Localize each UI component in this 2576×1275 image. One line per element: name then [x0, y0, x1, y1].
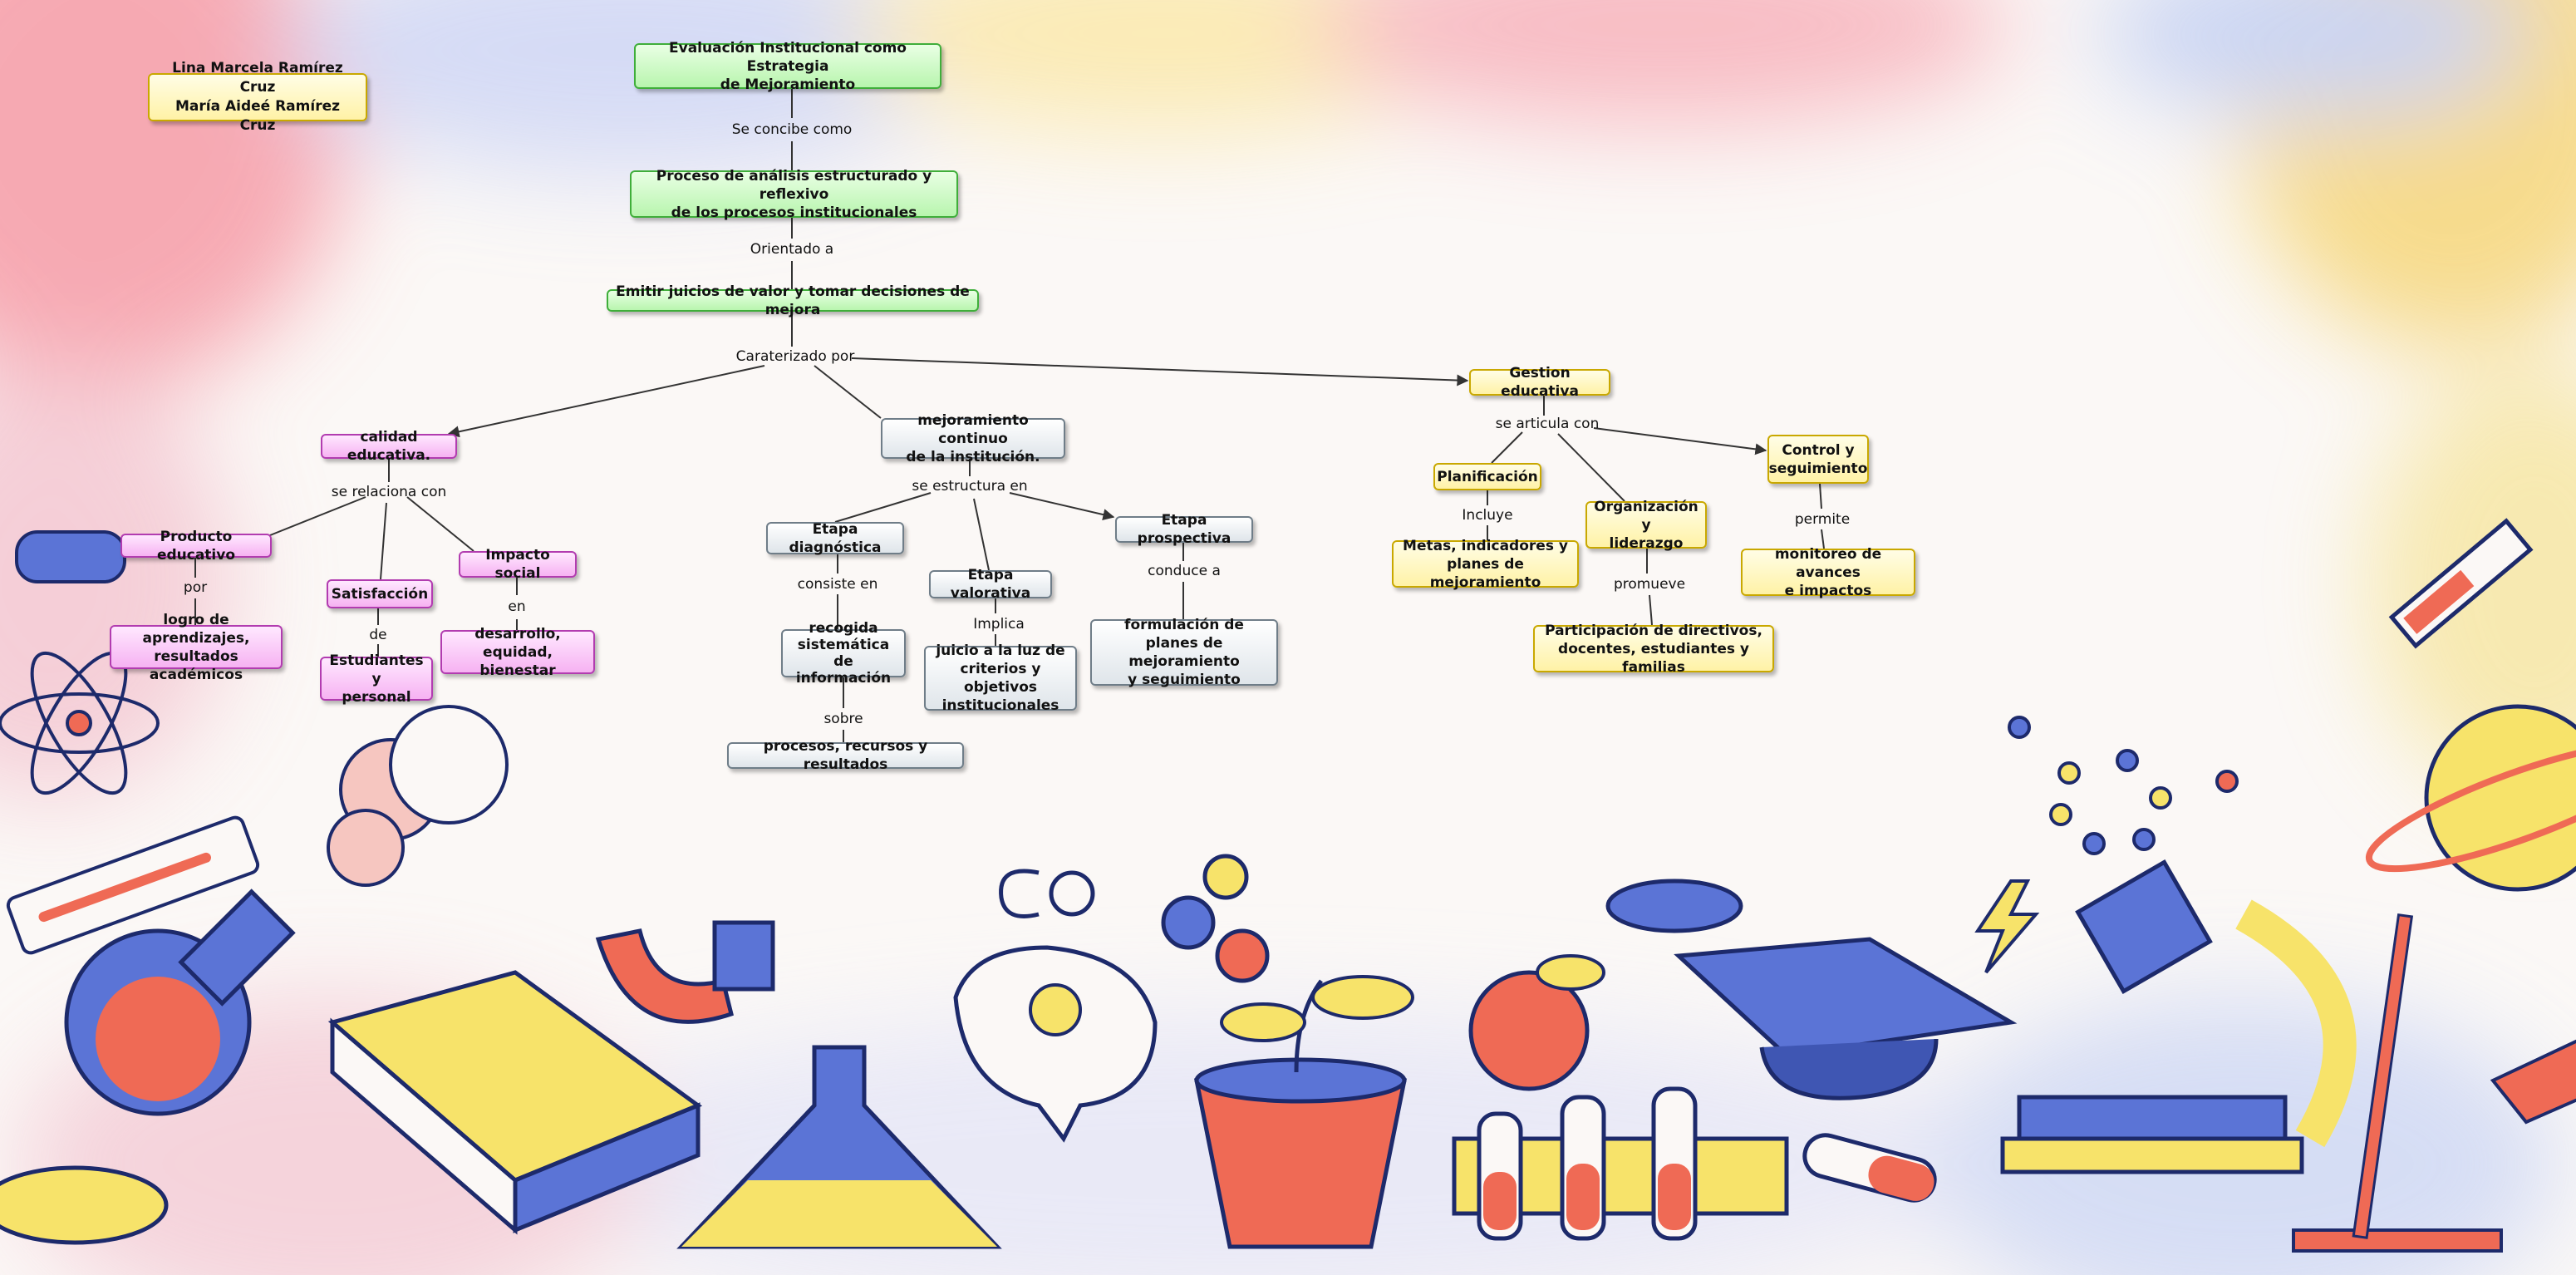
link-label: se articula con	[1495, 416, 1600, 432]
pill-doodle	[1802, 1133, 1937, 1203]
link-label: promueve	[1613, 576, 1686, 593]
beaker-doodle	[676, 1045, 1002, 1249]
concept-node-proceso[interactable]: Proceso de análisis estructurado y refle…	[630, 168, 958, 221]
link-label: se estructura en	[912, 478, 1028, 495]
concept-node-mejoramiento-continuo[interactable]: mejoramiento continuo de la institución.	[881, 412, 1065, 465]
link-label: se relaciona con	[331, 484, 447, 500]
link-label: Se concibe como	[731, 121, 853, 138]
link-label: conduce a	[1148, 563, 1221, 579]
ring-stand-doodle	[2292, 913, 2576, 1253]
atom-doodle	[0, 651, 160, 795]
book-doodle	[327, 970, 703, 1235]
link-label: por	[183, 579, 208, 596]
concept-node-impacto-social[interactable]: Impacto social	[459, 547, 577, 582]
author-name: María Aideé Ramírez Cruz	[175, 98, 341, 134]
magnet-doodle	[595, 920, 775, 1024]
microscope-doodle	[2000, 859, 2357, 1174]
concept-node-participacion[interactable]: Participación de directivos, docentes, e…	[1533, 623, 1774, 676]
concept-node-monitoreo-avances[interactable]: monitoreo de avances e impactos	[1741, 546, 1915, 599]
concept-node-producto-educativo[interactable]: Producto educativo	[120, 529, 272, 564]
concept-node-estudiantes-personal[interactable]: Estudiantes y personal	[320, 652, 433, 706]
link-label: permite	[1794, 511, 1851, 528]
link-label: Implica	[973, 616, 1025, 633]
concept-node-planificacion[interactable]: Planificación	[1433, 463, 1541, 490]
lightning-doodle	[1974, 879, 2040, 974]
link-label: de	[369, 627, 387, 643]
concept-node-evaluacion[interactable]: Evaluación Institucional como Estrategia…	[634, 40, 941, 93]
link-label: en	[508, 598, 526, 615]
concept-node-calidad-educativa[interactable]: calidad educativa.	[321, 429, 457, 464]
link-label: Orientado a	[750, 241, 834, 258]
concept-node-etapa-valorativa[interactable]: Etapa valorativa	[929, 567, 1052, 602]
authors-box: Lina Marcela Ramírez Cruz María Aideé Ra…	[148, 60, 367, 134]
thermometer-doodle	[6, 815, 260, 955]
concept-node-desarrollo-equidad[interactable]: desarrollo, equidad, bienestar	[440, 626, 595, 679]
syringe-doodle	[2388, 518, 2534, 649]
author-name: Lina Marcela Ramírez Cruz	[172, 60, 343, 96]
lightbulb-doodle	[953, 945, 1158, 1143]
concept-node-juicio-criterios[interactable]: juicio a la luz de criterios y objetivos…	[924, 642, 1077, 714]
concept-node-etapa-prospectiva[interactable]: Etapa prospectiva	[1115, 512, 1253, 547]
graduation-cap-doodle	[1674, 937, 2018, 1100]
concept-node-satisfaccion[interactable]: Satisfacción	[327, 579, 433, 608]
concept-node-etapa-diagnostica[interactable]: Etapa diagnóstica	[766, 521, 904, 556]
concept-node-control-seguimiento[interactable]: Control y seguimiento	[1767, 435, 1869, 484]
co2-doodle	[999, 854, 1270, 983]
concept-node-recogida-informacion[interactable]: recogida sistemática de información	[781, 620, 906, 687]
concept-node-emitir-juicios[interactable]: Emitir juicios de valor y tomar decision…	[607, 283, 979, 318]
molecule-doodle	[2008, 716, 2239, 855]
link-label: consiste en	[797, 576, 878, 593]
concept-node-procesos-recursos[interactable]: procesos, recursos y resultados	[727, 738, 964, 773]
link-label: sobre	[823, 711, 863, 727]
flask-doodle	[64, 889, 296, 1116]
concept-node-formulacion-planes[interactable]: formulación de planes de mejoramiento y …	[1090, 617, 1278, 688]
link-label: Caraterizado por	[735, 348, 855, 365]
concept-node-metas-indicadores[interactable]: Metas, indicadores y planes de mejoramie…	[1392, 538, 1579, 591]
link-label: Incluye	[1462, 507, 1513, 524]
test-tubes-doodle	[1452, 1086, 1789, 1241]
planet-doodle	[2365, 704, 2576, 892]
plant-pot-doodle	[1193, 975, 1414, 1249]
apple-doodle	[1468, 954, 1605, 1091]
petri-dish-doodle	[0, 879, 1743, 1245]
cloud-doodle	[327, 705, 509, 887]
concept-node-gestion-educativa[interactable]: Gestion educativa	[1469, 365, 1610, 400]
concept-node-organizacion-liderazgo[interactable]: Organización y liderazgo	[1585, 499, 1707, 552]
concept-node-logro-aprendizajes[interactable]: logro de aprendizajes, resultados académ…	[110, 612, 283, 683]
